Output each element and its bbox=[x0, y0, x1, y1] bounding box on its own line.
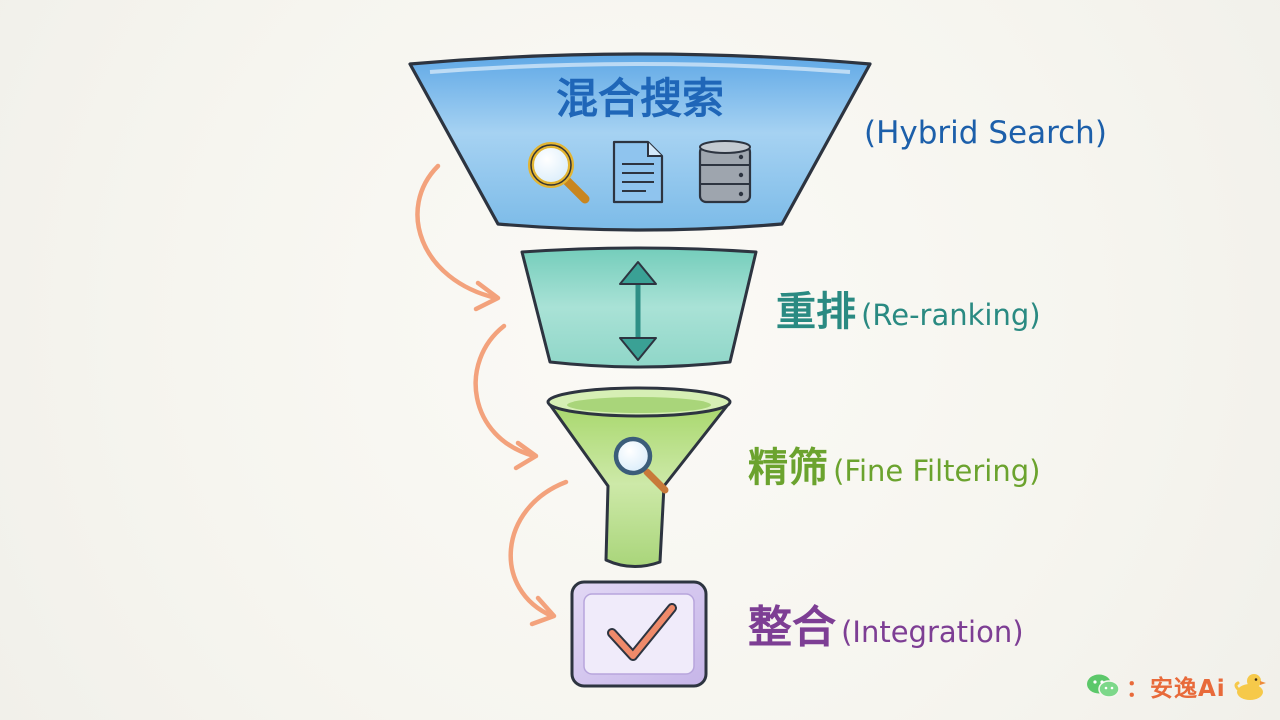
arrow-search-to-rerank bbox=[415, 163, 499, 301]
arrow-rerank-to-filter bbox=[473, 323, 537, 459]
reranking-label-en: (Re-ranking) bbox=[861, 298, 1041, 332]
watermark: ：安逸Ai bbox=[1086, 671, 1266, 702]
search-icon bbox=[613, 436, 669, 494]
fine-filtering-funnel bbox=[546, 386, 732, 568]
hybrid-search-label-cn: 混合搜索 bbox=[555, 74, 724, 123]
arrowhead-rerank bbox=[473, 280, 501, 312]
arrowhead-filter bbox=[513, 440, 539, 471]
arrowhead-integration bbox=[529, 595, 557, 627]
integration-label-cn: 整合 bbox=[748, 602, 836, 653]
document-icon bbox=[612, 140, 664, 204]
integration-label-en: (Integration) bbox=[841, 615, 1024, 649]
fine-filtering-label: 精筛 (Fine Filtering) bbox=[748, 448, 1040, 488]
duck-icon bbox=[1234, 674, 1266, 700]
fine-filtering-label-cn: 精筛 bbox=[748, 445, 828, 491]
database-icon bbox=[698, 140, 752, 204]
fine-filtering-label-en: (Fine Filtering) bbox=[833, 454, 1041, 488]
wechat-icon bbox=[1087, 674, 1120, 698]
reranking-label-cn: 重排 bbox=[776, 289, 856, 335]
integration-label: 整合 (Integration) bbox=[748, 606, 1024, 650]
integration-box bbox=[570, 580, 708, 688]
flow-arrows bbox=[415, 163, 569, 627]
up-down-arrow-icon bbox=[619, 261, 657, 361]
search-icon bbox=[528, 142, 590, 204]
checkmark-icon bbox=[607, 603, 677, 661]
reranking-label: 重排 (Re-ranking) bbox=[776, 292, 1041, 332]
arrow-filter-to-integration bbox=[508, 479, 569, 619]
hybrid-search-label-en: (Hybrid Search) bbox=[864, 115, 1107, 151]
watermark-text: ：安逸Ai bbox=[1126, 676, 1226, 702]
